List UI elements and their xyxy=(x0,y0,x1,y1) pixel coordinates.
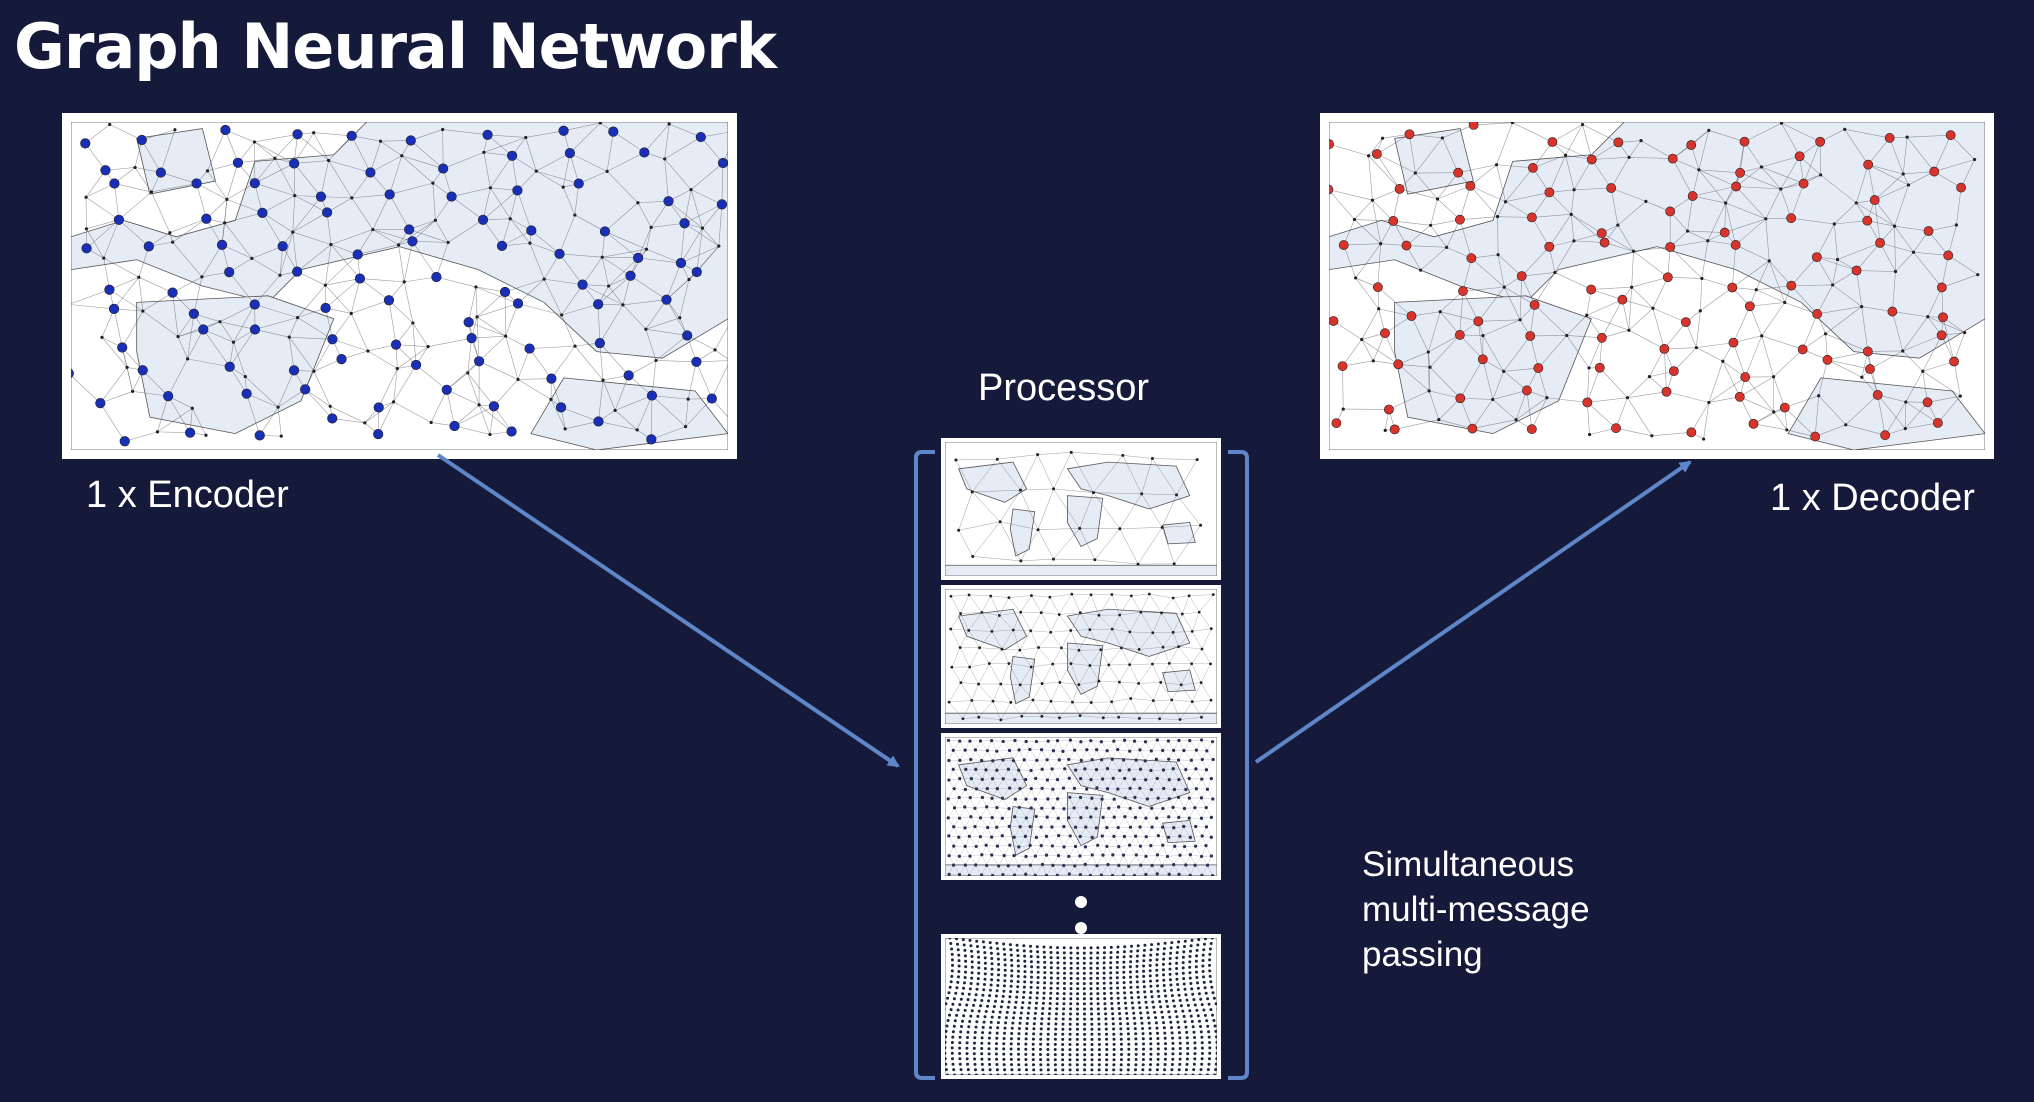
processor-mesh-level-n xyxy=(941,934,1221,1079)
encoder-to-processor-arrow xyxy=(436,453,900,768)
processor-left-bracket xyxy=(914,450,935,1080)
decoder-label: 1 x Decoder xyxy=(1770,477,1975,519)
processor-label: Processor xyxy=(978,367,1150,409)
ellipsis-dot xyxy=(1075,922,1087,934)
encoder-graph-image xyxy=(71,122,728,450)
processor-to-decoder-arrow xyxy=(1254,460,1692,764)
mesh-level-n-image xyxy=(945,938,1217,1075)
decoder-graph-panel xyxy=(1320,113,1994,459)
note-line: passing xyxy=(1362,935,1483,974)
mesh-level-3-image xyxy=(945,737,1217,876)
note-line: Simultaneous xyxy=(1362,845,1575,884)
note-line: multi-message xyxy=(1362,890,1590,929)
message-passing-note: Simultaneous multi-message passing xyxy=(1362,842,1692,977)
page-title: Graph Neural Network xyxy=(14,10,777,83)
decoder-graph-image xyxy=(1329,122,1985,450)
ellipsis-dot xyxy=(1075,896,1087,908)
encoder-label: 1 x Encoder xyxy=(86,474,289,516)
processor-mesh-level-3 xyxy=(941,733,1221,880)
mesh-level-2-image xyxy=(945,589,1217,724)
mesh-level-1-image xyxy=(945,442,1217,576)
processor-right-bracket xyxy=(1228,450,1249,1080)
encoder-graph-panel xyxy=(62,113,737,459)
processor-mesh-level-2 xyxy=(941,585,1221,728)
processor-mesh-level-1 xyxy=(941,438,1221,580)
